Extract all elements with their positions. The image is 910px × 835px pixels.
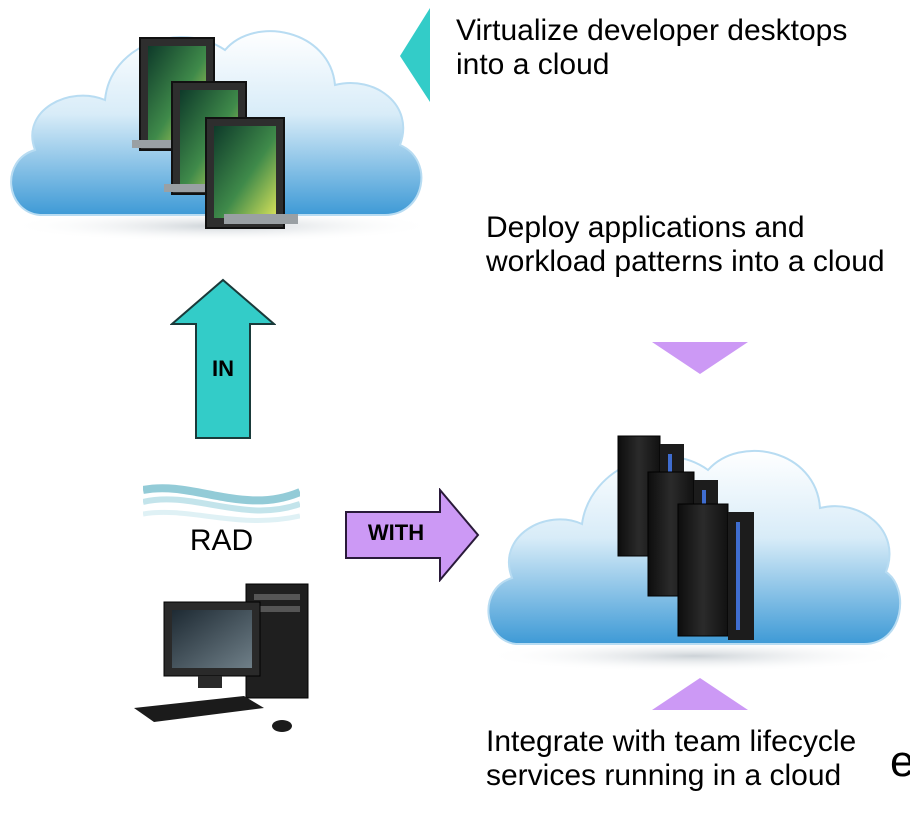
lavender-down-triangle-icon bbox=[652, 342, 748, 374]
up-arrow-icon bbox=[169, 278, 277, 439]
teal-pointer-left-icon bbox=[400, 8, 430, 102]
partial-text-glyph: e bbox=[890, 737, 910, 786]
cloud-servers-icon bbox=[482, 435, 906, 672]
in-arrow: IN bbox=[169, 278, 277, 440]
caption-virtualize: Virtualize developer desktops into a clo… bbox=[456, 14, 848, 81]
right-arrow-icon bbox=[345, 487, 480, 583]
lavender-up-triangle-icon bbox=[652, 678, 748, 710]
in-arrow-label: IN bbox=[212, 356, 234, 381]
rad-label: RAD bbox=[189, 524, 254, 557]
caption-deploy: Deploy applications and workload pattern… bbox=[486, 211, 885, 278]
with-arrow-label: WITH bbox=[367, 520, 425, 545]
desktop-computer-icon bbox=[134, 583, 309, 732]
with-arrow: WITH bbox=[344, 487, 480, 583]
cloud-desktops-icon bbox=[7, 30, 437, 242]
rad-swoosh-icon bbox=[143, 472, 300, 568]
rad-box: RAD bbox=[143, 472, 300, 568]
caption-integrate: Integrate with team lifecycle services r… bbox=[486, 725, 857, 792]
